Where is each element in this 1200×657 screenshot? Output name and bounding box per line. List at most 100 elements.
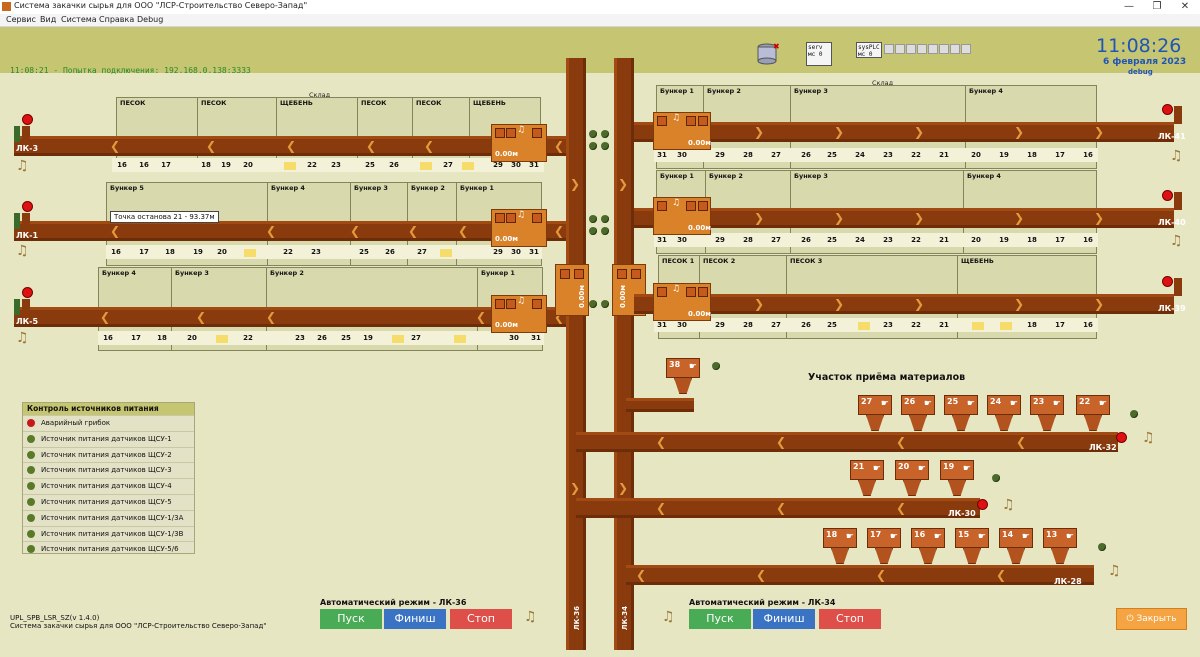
- siren-icon[interactable]: ♫: [16, 158, 29, 174]
- hopper[interactable]: 21☛: [850, 460, 884, 498]
- hopper[interactable]: 19☛: [940, 460, 974, 498]
- position-meter: 0.00м: [495, 235, 518, 243]
- drive-station-lk5[interactable]: ЛК-5: [14, 287, 38, 333]
- conveyor-belt-lk32[interactable]: ❮ ❮ ❮ ❮: [576, 432, 1118, 452]
- sensor-icon: [589, 215, 597, 223]
- siren-icon[interactable]: ♫: [1142, 430, 1155, 446]
- sensor-icon: [601, 142, 609, 150]
- cell-number: 16: [1083, 321, 1093, 329]
- tripper-car[interactable]: ♫ 0.00м: [653, 112, 711, 150]
- bunker[interactable]: ПЕСОК: [357, 97, 413, 169]
- hopper[interactable]: 27☛: [858, 395, 892, 433]
- tripper-car[interactable]: ♫ 0.00м: [653, 197, 711, 235]
- siren-icon[interactable]: ♫: [1002, 497, 1015, 513]
- vertical-conveyor-lk36[interactable]: ❯ ❯ ЛК-36: [566, 58, 586, 650]
- sensor-icon: [1130, 410, 1138, 418]
- conveyor-belt[interactable]: ❯ ❯ ❯ ❯ ❯: [634, 294, 1174, 314]
- emergency-stop-icon[interactable]: [977, 499, 988, 510]
- close-window-button[interactable]: ✕: [1180, 1, 1190, 12]
- hopper[interactable]: 20☛: [895, 460, 929, 498]
- lk36-stop-button[interactable]: Стоп: [450, 609, 512, 629]
- sound-icon: ♫: [672, 113, 681, 123]
- tripper-cell: [657, 116, 667, 126]
- siren-icon[interactable]: ♫: [16, 330, 29, 346]
- hopper[interactable]: 13☛: [1043, 528, 1077, 566]
- plc-channel: [961, 44, 971, 54]
- cell-number: 22: [911, 236, 921, 244]
- conveyor-belt-lk28[interactable]: ❮ ❮ ❮ ❮: [626, 565, 1094, 585]
- diverter-left[interactable]: 0.00м: [555, 264, 589, 316]
- drive-station-lk3[interactable]: ЛК-3: [14, 114, 38, 160]
- siren-icon[interactable]: ♫: [662, 609, 675, 625]
- hopper[interactable]: 15☛: [955, 528, 989, 566]
- cell-number: 25: [827, 321, 837, 329]
- cell-number: 21: [939, 151, 949, 159]
- cell-number: 20: [243, 161, 253, 169]
- lk34-start-button[interactable]: Пуск: [689, 609, 751, 629]
- feeder-conveyor[interactable]: [626, 398, 694, 412]
- menu-help[interactable]: Справка: [99, 15, 135, 24]
- right-storage-label: Склад: [872, 79, 894, 87]
- bunker[interactable]: ПЕСОК: [412, 97, 470, 169]
- conveyor-belt[interactable]: ❯ ❯ ❯ ❯ ❯: [634, 122, 1174, 142]
- hand-icon: ☛: [966, 399, 975, 409]
- menu-service[interactable]: Сервис: [6, 15, 36, 24]
- conveyor-belt[interactable]: ❮ ❮ ❮ ❮ ❮ ❮: [14, 136, 566, 156]
- minimize-button[interactable]: —: [1124, 1, 1134, 12]
- cell-number: 18: [1027, 151, 1037, 159]
- conveyor-belt[interactable]: ❮ ❮ ❮ ❮ ❮: [14, 307, 566, 327]
- tripper-car[interactable]: ♫ 0.00м: [491, 295, 547, 333]
- hopper[interactable]: 24☛: [987, 395, 1021, 433]
- conveyor-belt-lk30[interactable]: ❮ ❮ ❮: [576, 498, 980, 518]
- power-label: Источник питания датчиков ЩСУ-5: [41, 497, 172, 506]
- lk34-finish-button[interactable]: Финиш: [753, 609, 815, 629]
- drive-station-lk40[interactable]: ЛК-40: [1158, 190, 1188, 230]
- drive-station-lk1[interactable]: ЛК-1: [14, 201, 38, 247]
- emergency-stop-icon: [1162, 104, 1173, 115]
- belt-direction-icon: ❯: [618, 177, 629, 191]
- cell-number: 22: [911, 321, 921, 329]
- hopper[interactable]: 26☛: [901, 395, 935, 433]
- hopper[interactable]: 23☛: [1030, 395, 1064, 433]
- conveyor-belt[interactable]: ❯ ❯ ❯ ❯ ❯: [634, 208, 1174, 228]
- siren-icon[interactable]: ♫: [1170, 233, 1183, 249]
- lk34-stop-button[interactable]: Стоп: [819, 609, 881, 629]
- cell-number: 19: [193, 248, 203, 256]
- hopper[interactable]: 17☛: [867, 528, 901, 566]
- siren-icon[interactable]: ♫: [1170, 148, 1183, 164]
- hopper[interactable]: 14☛: [999, 528, 1033, 566]
- auto-mode-lk34-title: Автоматический режим - ЛК-34: [689, 598, 836, 607]
- siren-icon[interactable]: ♫: [1108, 563, 1121, 579]
- tripper-car[interactable]: ♫ 0.00м: [653, 283, 711, 321]
- maximize-button[interactable]: ❐: [1152, 1, 1162, 12]
- belt-direction-icon: ❯: [754, 211, 765, 225]
- hand-icon: ☛: [1009, 399, 1018, 409]
- tripper-cell: [506, 128, 516, 138]
- close-app-button[interactable]: ⏻ Закрыть: [1116, 608, 1187, 630]
- hopper-38[interactable]: 38☛: [666, 358, 700, 396]
- hopper[interactable]: 22☛: [1076, 395, 1110, 433]
- siren-icon[interactable]: ♫: [524, 609, 537, 625]
- emergency-stop-icon[interactable]: [1116, 432, 1127, 443]
- hopper[interactable]: 16☛: [911, 528, 945, 566]
- menu-debug[interactable]: Debug: [137, 15, 164, 24]
- lk36-finish-button[interactable]: Финиш: [384, 609, 446, 629]
- conveyor-belt[interactable]: ❮ ❮ ❮ ❮ ❮ ❮: [14, 221, 566, 241]
- belt-direction-icon: ❮: [476, 310, 487, 324]
- tripper-car[interactable]: ♫ 0.00м: [491, 209, 547, 247]
- lk36-start-button[interactable]: Пуск: [320, 609, 382, 629]
- database-icon[interactable]: ✖: [757, 42, 780, 66]
- vertical-conveyor-lk34[interactable]: ❯ ❯ ЛК-34: [614, 58, 634, 650]
- siren-icon[interactable]: ♫: [16, 243, 29, 259]
- menu-view[interactable]: Вид: [40, 15, 57, 24]
- plc-status-icon[interactable]: sysPLC мс 0: [856, 42, 882, 58]
- hand-icon: ☛: [845, 532, 854, 542]
- cell-number: 20: [187, 334, 197, 342]
- tripper-car[interactable]: ♫ 0.00м: [491, 124, 547, 162]
- hopper[interactable]: 25☛: [944, 395, 978, 433]
- hopper[interactable]: 18☛: [823, 528, 857, 566]
- menu-system[interactable]: Система: [61, 15, 97, 24]
- drive-station-lk39[interactable]: ЛК-39: [1158, 276, 1188, 316]
- server-status-icon[interactable]: serv мс 0: [806, 42, 832, 66]
- drive-station-lk41[interactable]: ЛК-41: [1158, 104, 1188, 144]
